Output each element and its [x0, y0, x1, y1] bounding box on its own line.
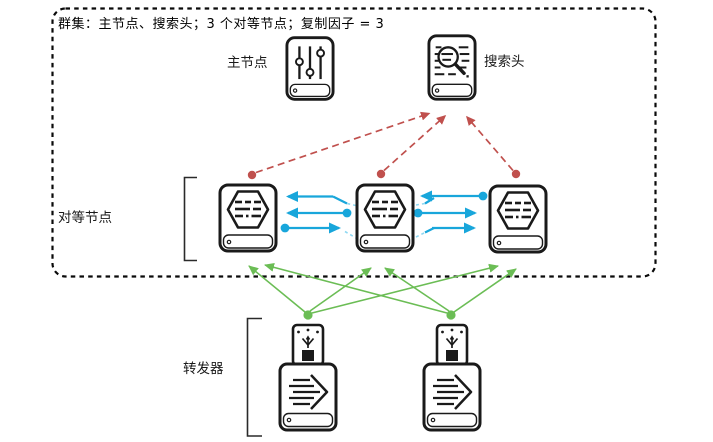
- ingest-arrows: [248, 262, 517, 314]
- master-node-label: 主节点: [227, 55, 268, 71]
- peer-node-icon: [218, 183, 278, 253]
- search-arrow-dots: [247, 169, 521, 180]
- sliders-icon: [285, 36, 335, 101]
- search-head-icon: [427, 34, 477, 101]
- forwarder-icon: [422, 323, 482, 432]
- peer-node-icon: [488, 184, 548, 254]
- peers-bracket: [183, 176, 197, 262]
- peer-node-icon: [355, 183, 415, 253]
- ingest-arrow-dots: [303, 310, 456, 320]
- peers-label: 对等节点: [58, 210, 112, 226]
- cluster-boundary: [51, 7, 657, 278]
- forwarders-label: 转发器: [183, 361, 224, 377]
- forwarder-icon: [278, 323, 338, 432]
- forwarders-bracket: [246, 317, 262, 437]
- search-arrows: [255, 111, 514, 174]
- search-head-label: 搜索头: [484, 54, 525, 70]
- cluster-title: 群集：主节点、搜索头；3 个对等节点；复制因子 = 3: [58, 17, 385, 32]
